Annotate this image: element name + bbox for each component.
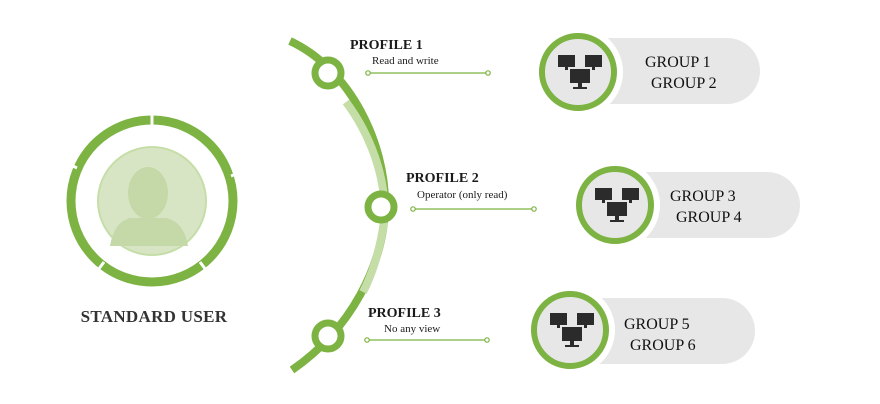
profile-node-2: [364, 190, 398, 224]
group-card-1-line-2: GROUP 2: [651, 75, 717, 92]
profile-connectors: [364, 70, 537, 343]
user-avatar: [66, 115, 240, 287]
profile-1-title: PROFILE 1: [350, 38, 423, 53]
user-label: STANDARD USER: [80, 307, 228, 326]
profile-arc: [288, 37, 389, 374]
profile-node-1: [311, 56, 345, 90]
group-card-3: [525, 285, 755, 375]
group-card-1-line-1: GROUP 1: [645, 54, 711, 71]
group-card-2-line-2: GROUP 4: [676, 209, 742, 226]
profile-3-description: No any view: [384, 323, 441, 335]
group-card-3-line-1: GROUP 5: [624, 316, 690, 333]
profile-node-3: [311, 319, 345, 353]
profile-2-title: PROFILE 2: [406, 171, 479, 186]
profile-2-description: Operator (only read): [417, 189, 508, 201]
user-silhouette-icon: [110, 167, 188, 246]
profile-3-title: PROFILE 3: [368, 306, 441, 321]
group-card-2: [570, 160, 800, 250]
group-card-2-line-1: GROUP 3: [670, 188, 736, 205]
group-card-3-line-2: GROUP 6: [630, 337, 696, 354]
group-card-1: [533, 27, 760, 117]
profile-1-description: Read and write: [372, 55, 439, 67]
